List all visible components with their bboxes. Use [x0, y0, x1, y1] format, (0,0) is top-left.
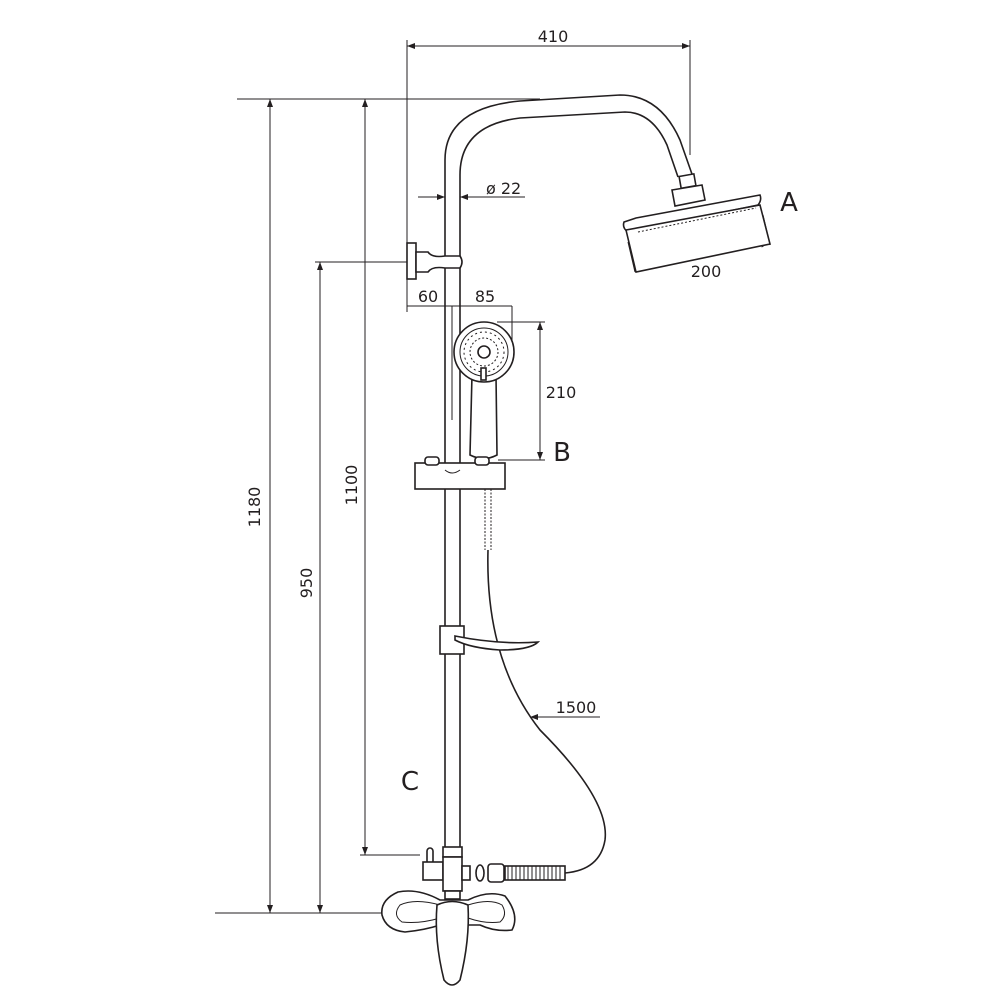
dim-arm-reach: 410 — [538, 27, 569, 46]
dim-head-diameter: 200 — [691, 262, 722, 281]
dim-total-height: 1180 — [245, 487, 264, 528]
dim-pipe-diameter: ø 22 — [486, 179, 521, 198]
shower-hose — [475, 489, 607, 883]
overhead-shower-head — [622, 172, 771, 273]
dim-wall-offset: 60 — [418, 287, 438, 306]
dim-hand-offset: 85 — [475, 287, 495, 306]
label-a: A — [780, 188, 798, 218]
dimension-labels: 410 ø 22 200 60 85 210 1180 1100 950 150… — [245, 27, 798, 797]
slider-holder — [414, 456, 506, 490]
label-b: B — [553, 438, 571, 468]
mixer-tap — [381, 890, 516, 986]
soap-dish — [439, 625, 541, 655]
riser-pipe — [444, 94, 694, 850]
diverter-valve — [422, 846, 471, 900]
hand-shower — [453, 321, 515, 460]
dim-bracket-height: 950 — [297, 568, 316, 599]
dim-hose-length: 1500 — [556, 698, 597, 717]
dim-column-height: 1100 — [342, 465, 361, 506]
dim-hand-length: 210 — [546, 383, 577, 402]
wall-bracket — [406, 242, 463, 280]
label-c: C — [401, 767, 419, 797]
